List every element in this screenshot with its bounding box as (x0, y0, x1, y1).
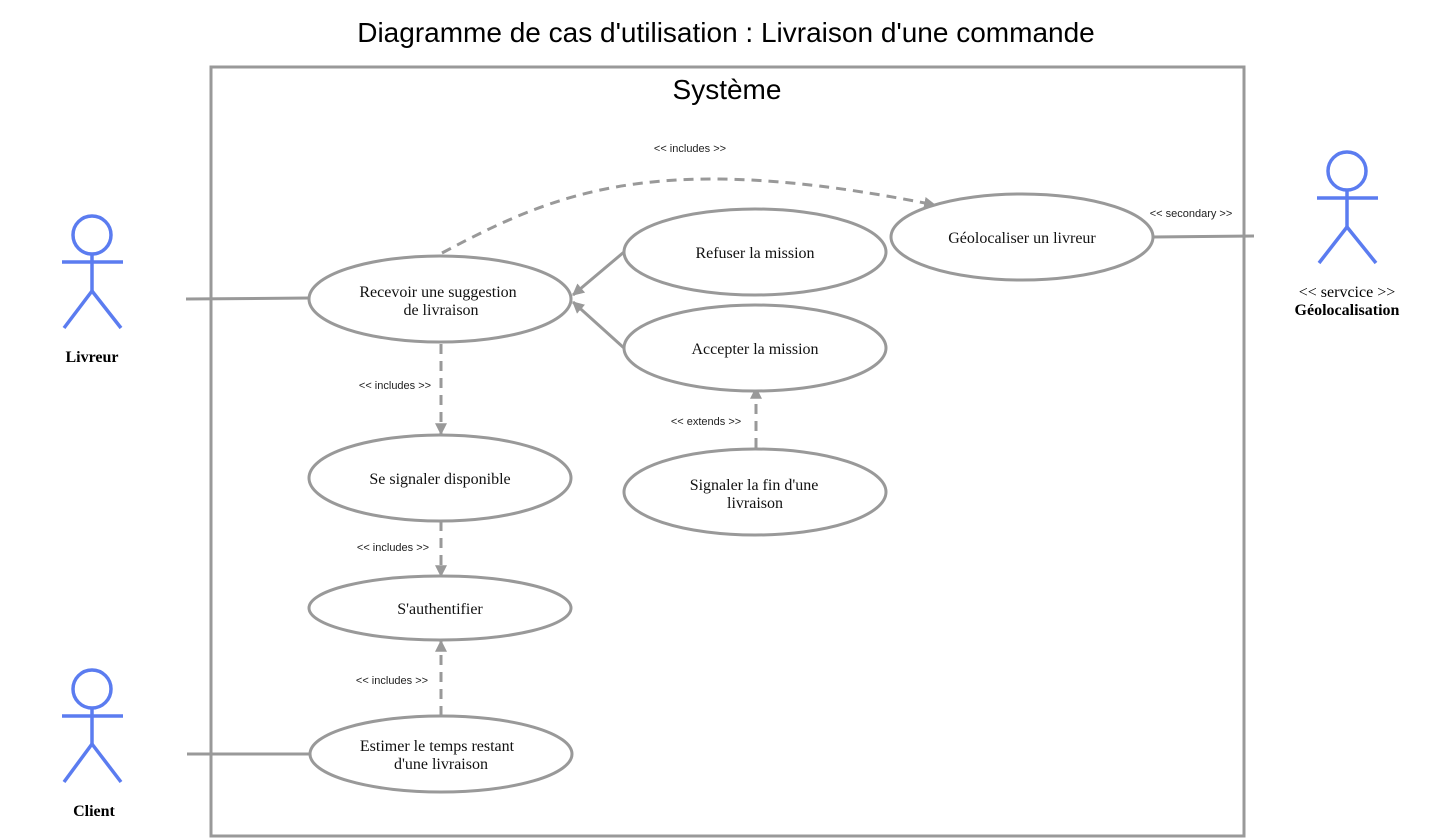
use-case-estimer-line2: d'une livraison (394, 756, 488, 773)
stick-figure-icon (62, 214, 123, 330)
use-case-estimer-line1: Estimer le temps restant (360, 738, 515, 755)
assoc-livreur-recevoir (185, 296, 311, 301)
actor-geolocalisation-label: Géolocalisation (1295, 302, 1400, 319)
diagram-title: Diagramme de cas d'utilisation : Livrais… (357, 17, 1095, 48)
use-case-signaler-fin-line2: livraison (727, 495, 783, 512)
stick-figure-icon (1317, 150, 1378, 265)
use-case-authentifier[interactable]: S'authentifier (307, 574, 573, 642)
actor-geolocalisation[interactable]: << servcice >> Géolocalisation (1295, 150, 1400, 319)
relation-accepter-recevoir (571, 300, 626, 350)
use-case-estimer[interactable]: Estimer le temps restant d'une livraison (308, 714, 574, 794)
actor-client-label: Client (73, 803, 115, 820)
stick-figure-icon (62, 668, 123, 784)
use-case-recevoir-line2: de livraison (403, 302, 478, 319)
actor-livreur[interactable]: Livreur (62, 214, 123, 366)
label-extends-fin: << extends >> (671, 416, 741, 428)
use-case-signaler-dispo[interactable]: Se signaler disponible (307, 433, 573, 523)
label-includes-estimer: << includes >> (356, 675, 428, 687)
actor-geolocalisation-stereotype: << servcice >> (1299, 284, 1396, 301)
use-case-geolocaliser[interactable]: Géolocaliser un livreur (889, 192, 1155, 282)
label-includes-dispo: << includes >> (359, 380, 431, 392)
use-case-refuser[interactable]: Refuser la mission (622, 207, 888, 297)
use-case-accepter-line1: Accepter la mission (691, 341, 818, 358)
use-case-authentifier-line1: S'authentifier (397, 601, 483, 618)
assoc-geolocaliser-service (1151, 234, 1255, 239)
use-case-recevoir[interactable]: Recevoir une suggestion de livraison (307, 254, 573, 344)
use-case-recevoir-line1: Recevoir une suggestion (359, 284, 516, 301)
use-case-signaler-dispo-line1: Se signaler disponible (369, 471, 510, 488)
label-secondary: << secondary >> (1150, 208, 1233, 220)
use-case-refuser-line1: Refuser la mission (695, 245, 814, 262)
label-includes-geoloc: << includes >> (654, 143, 726, 155)
use-case-geolocaliser-line1: Géolocaliser un livreur (948, 230, 1096, 247)
relation-refuser-recevoir (572, 250, 625, 297)
actor-client[interactable]: Client (62, 668, 123, 820)
label-includes-auth: << includes >> (357, 542, 429, 554)
system-label: Système (673, 74, 782, 105)
use-case-signaler-fin-line1: Signaler la fin d'une (690, 477, 819, 494)
use-case-accepter[interactable]: Accepter la mission (622, 303, 888, 393)
relation-includes-geoloc (441, 177, 937, 255)
actor-livreur-label: Livreur (65, 349, 118, 366)
system-boundary (209, 65, 1246, 838)
use-case-signaler-fin[interactable]: Signaler la fin d'une livraison (622, 447, 888, 537)
